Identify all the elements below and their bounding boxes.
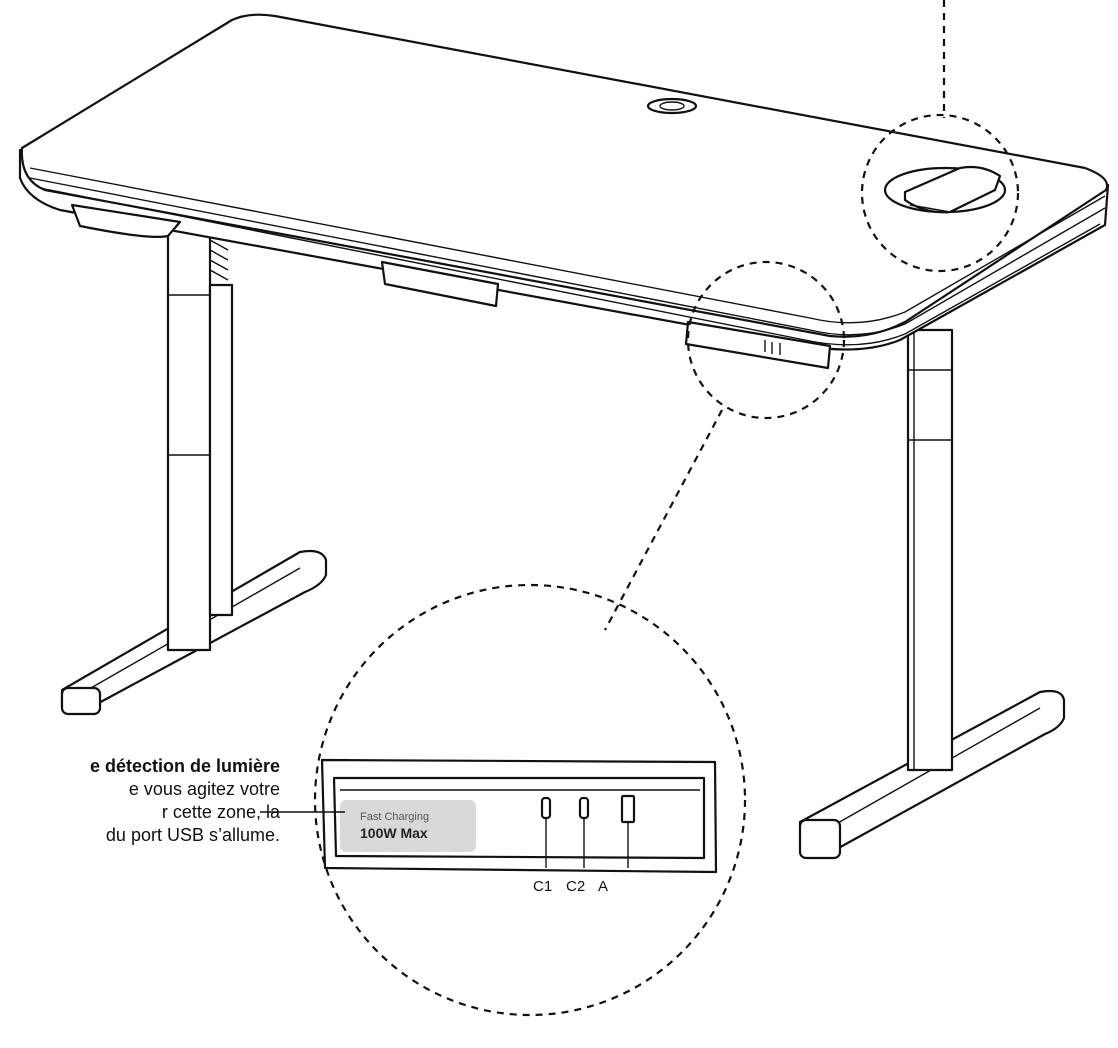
callout-line-2: r cette zone, la [161,802,280,822]
right-foot-cap [798,818,842,860]
charger-detail-circle [860,113,1020,273]
left-handle [70,203,182,238]
right-column [906,328,954,772]
callout-title: e détection de lumière [89,756,280,776]
left-column [166,228,212,652]
wireless-charger [883,165,1007,214]
badge-main-text: 100W Max [360,825,428,841]
left-leg [60,228,328,716]
zoomed-port-panel: Fast Charging 100W Max C1 C2 A [320,758,718,895]
port-label-c1: C1 [533,878,552,895]
port-label-a: A [598,878,608,895]
light-sensor-callout: e détection de lumière e vous agitez vot… [0,755,280,847]
right-leg [798,328,1066,860]
front-port-panel [684,320,832,370]
badge-top-text: Fast Charging [360,811,429,823]
left-foot-cap [60,686,102,716]
fast-charging-badge [340,800,476,852]
center-handle [380,260,500,308]
tabletop [18,13,1110,370]
left-motor [208,283,234,617]
ports-leader-line [604,409,723,631]
tabletop-surface [20,13,1109,338]
ports-zoom-circle [313,583,747,1017]
port-label-c2: C2 [566,878,585,895]
ports-detail-circle [686,260,846,420]
callout-line-1: e vous agitez votre [128,779,280,799]
usb-c1-port-icon [540,796,552,820]
usb-a-port-icon [620,794,636,824]
cable-grommet [646,97,698,115]
usb-c2-port-icon [578,796,590,820]
callout-line-3: du port USB s’allume. [105,825,280,845]
